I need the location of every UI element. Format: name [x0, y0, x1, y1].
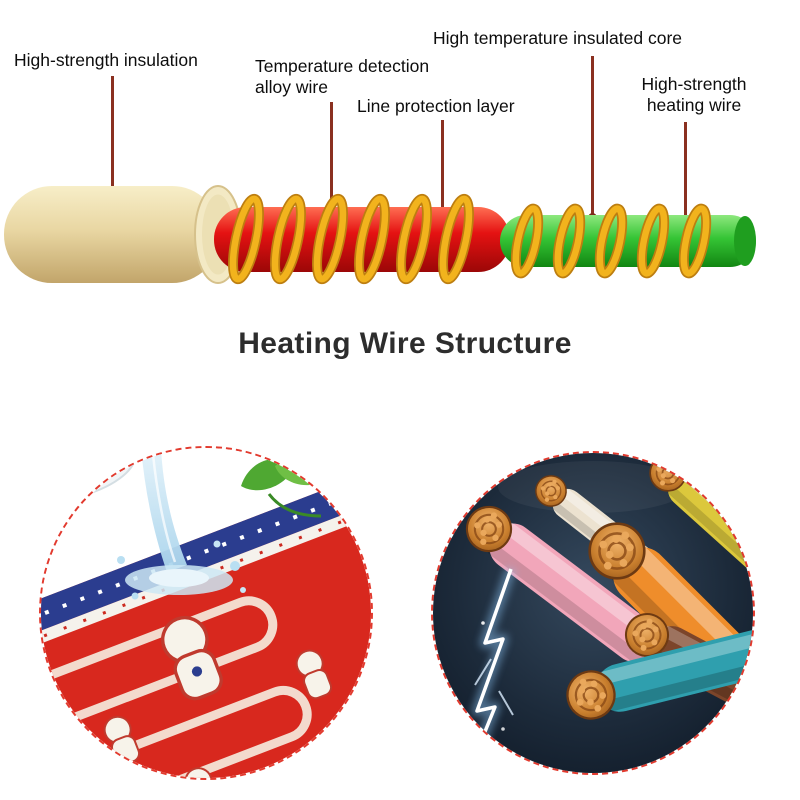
mat-body	[41, 460, 371, 778]
insulation-sheath	[4, 186, 220, 283]
waterproof-heating-mat-photo	[39, 446, 373, 780]
leader-line-protection-layer	[441, 120, 444, 228]
label-high-strength-insulation: High-strength insulation	[14, 50, 198, 70]
leader-line-alloy-wire	[330, 102, 333, 208]
water-stream	[141, 448, 187, 572]
wire-cores-illustration	[433, 453, 753, 773]
label-temperature-detection-alloy-wire: Temperature detection alloy wire	[255, 56, 430, 98]
heating-wire-diagram	[4, 185, 756, 300]
wire-pink	[457, 497, 660, 665]
leader-line-insulated-core	[591, 56, 594, 216]
leader-line-heating-wire	[684, 122, 687, 232]
label-line-protection-layer: Line protection layer	[357, 96, 515, 116]
core-end-cap	[734, 216, 756, 266]
heating-mat-illustration	[41, 448, 371, 778]
heating-wire-loops	[41, 596, 347, 778]
page-title: Heating Wire Structure	[238, 327, 572, 360]
label-high-strength-heating-wire: High-strength heating wire	[641, 74, 747, 116]
leader-line-insulation	[111, 76, 114, 202]
label-high-temperature-insulated-core: High temperature insulated core	[433, 28, 683, 48]
multicolor-wire-cores-photo	[431, 451, 755, 775]
lightning-bolt-icon	[463, 567, 517, 773]
